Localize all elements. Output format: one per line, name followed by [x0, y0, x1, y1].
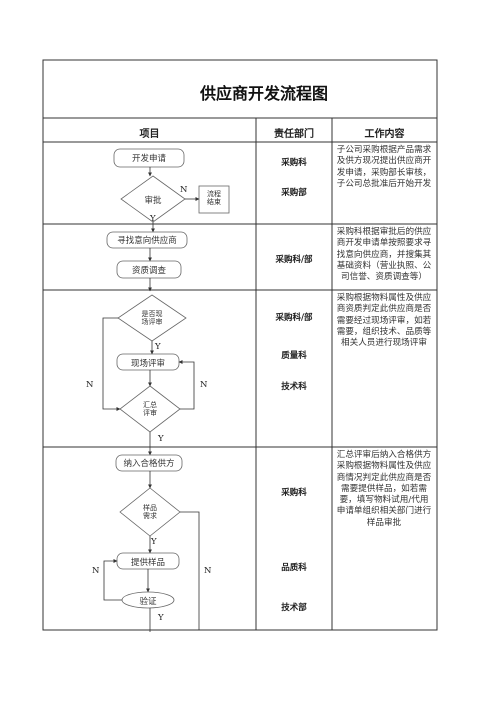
dept-3-2: 质量科	[281, 351, 307, 361]
qualified-supplier-box	[115, 454, 183, 472]
work-3-line: 商资质判定此供应商是否	[336, 304, 432, 315]
n-label: N	[92, 566, 100, 576]
n-label: N	[86, 380, 94, 390]
work-2-line: 商开发申请单按照要求寻	[336, 238, 432, 249]
dept-4-1: 采购科	[281, 488, 307, 498]
work-4-line: 汇总评审后纳入合格供方	[336, 450, 432, 460]
work-4-line: 商情况判定此供应商是否	[336, 472, 432, 483]
qualified-supplier-label: 纳入合格供方	[123, 459, 175, 469]
work-2-line: 采购科根据审批后的供应	[336, 227, 432, 237]
summary-decision-label: 汇总 评审	[143, 401, 157, 417]
work-3-line: 相关人员进行现场评审	[341, 338, 427, 349]
work-1-line: 子公司总批准后开始开发	[336, 178, 432, 189]
table-grid	[42, 59, 438, 631]
y-label: Y	[151, 537, 157, 547]
verify-label: 验证	[139, 597, 157, 607]
work-4-line: 样品审批	[366, 517, 402, 528]
dept-4-3: 技术部	[281, 603, 307, 613]
start-box	[113, 148, 185, 168]
end-box	[198, 185, 230, 214]
find-supplier-label: 寻找意向供应商	[117, 236, 177, 246]
provide-sample-label: 提供样品	[130, 558, 165, 568]
work-3-line: 采购根据物料属性及供应	[336, 293, 432, 303]
end-label: 流程 结束	[207, 190, 221, 206]
header-item: 项目	[139, 129, 160, 140]
work-4-line: 要，填写物料试用/代用	[339, 495, 429, 506]
qualification-label: 资质调查	[131, 266, 166, 276]
work-1-line: 子公司采购根据产品需求	[336, 145, 432, 155]
work-2-line: 找意向供应商，并搜集其	[336, 249, 432, 260]
start-label: 开发申请	[131, 154, 166, 164]
work-3-line: 需要，组织技术、品质等	[336, 326, 432, 337]
work-1: 子公司采购根据产品需求 及供方现况提出供应商开 发申请，采购部长审核， 子公司总…	[334, 145, 434, 190]
y-label: Y	[155, 342, 161, 352]
work-3-line: 需要经过现场评审，如若	[336, 315, 432, 326]
y-label: Y	[150, 214, 156, 224]
work-4-line: 申请单组织相关部门进行	[336, 506, 432, 517]
dept-3-1: 采购科/部	[275, 313, 313, 323]
work-2: 采购科根据审批后的供应 商开发申请单按照要求寻 找意向供应商，并搜集其 基础资料…	[334, 227, 434, 283]
work-4-line: 需要提供样品，如若需	[341, 483, 427, 494]
dept-3-3: 技术科	[281, 382, 307, 392]
dept-1-1: 采购科	[281, 158, 307, 168]
work-3: 采购根据物料属性及供应 商资质判定此供应商是否 需要经过现场评审，如若 需要，组…	[334, 293, 434, 349]
dept-1-2: 采购部	[281, 188, 307, 198]
approval-label: 审批	[144, 196, 162, 206]
work-4: 汇总评审后纳入合格供方 采购根据物料属性及供应 商情况判定此供应商是否 需要提供…	[334, 450, 434, 529]
onsite-review-label: 现场评审	[130, 359, 165, 369]
dept-2-1: 采购科/部	[275, 255, 313, 265]
onsite-decision-label: 是否现 场评审	[141, 310, 163, 326]
dept-4-2: 品质科	[281, 563, 307, 573]
work-2-line: 基础资料（营业执照、公	[336, 260, 432, 271]
work-4-line: 采购根据物料属性及供应	[336, 461, 432, 472]
find-supplier-box	[106, 231, 188, 249]
y-label: Y	[158, 613, 164, 623]
work-1-line: 发申请，采购部长审核，	[336, 167, 432, 178]
work-1-line: 及供方现况提出供应商开	[336, 156, 432, 167]
n-label: N	[200, 380, 208, 390]
n-label: N	[180, 185, 188, 195]
header-work: 工作内容	[364, 129, 405, 140]
y-label: Y	[158, 434, 164, 444]
sample-decision-label: 样品 需求	[143, 504, 157, 520]
work-2-line: 司信誉、资质调查等）	[341, 272, 427, 283]
header-dept: 责任部门	[274, 129, 314, 140]
n-label: N	[204, 566, 212, 576]
page-title: 供应商开发流程图	[200, 84, 329, 103]
